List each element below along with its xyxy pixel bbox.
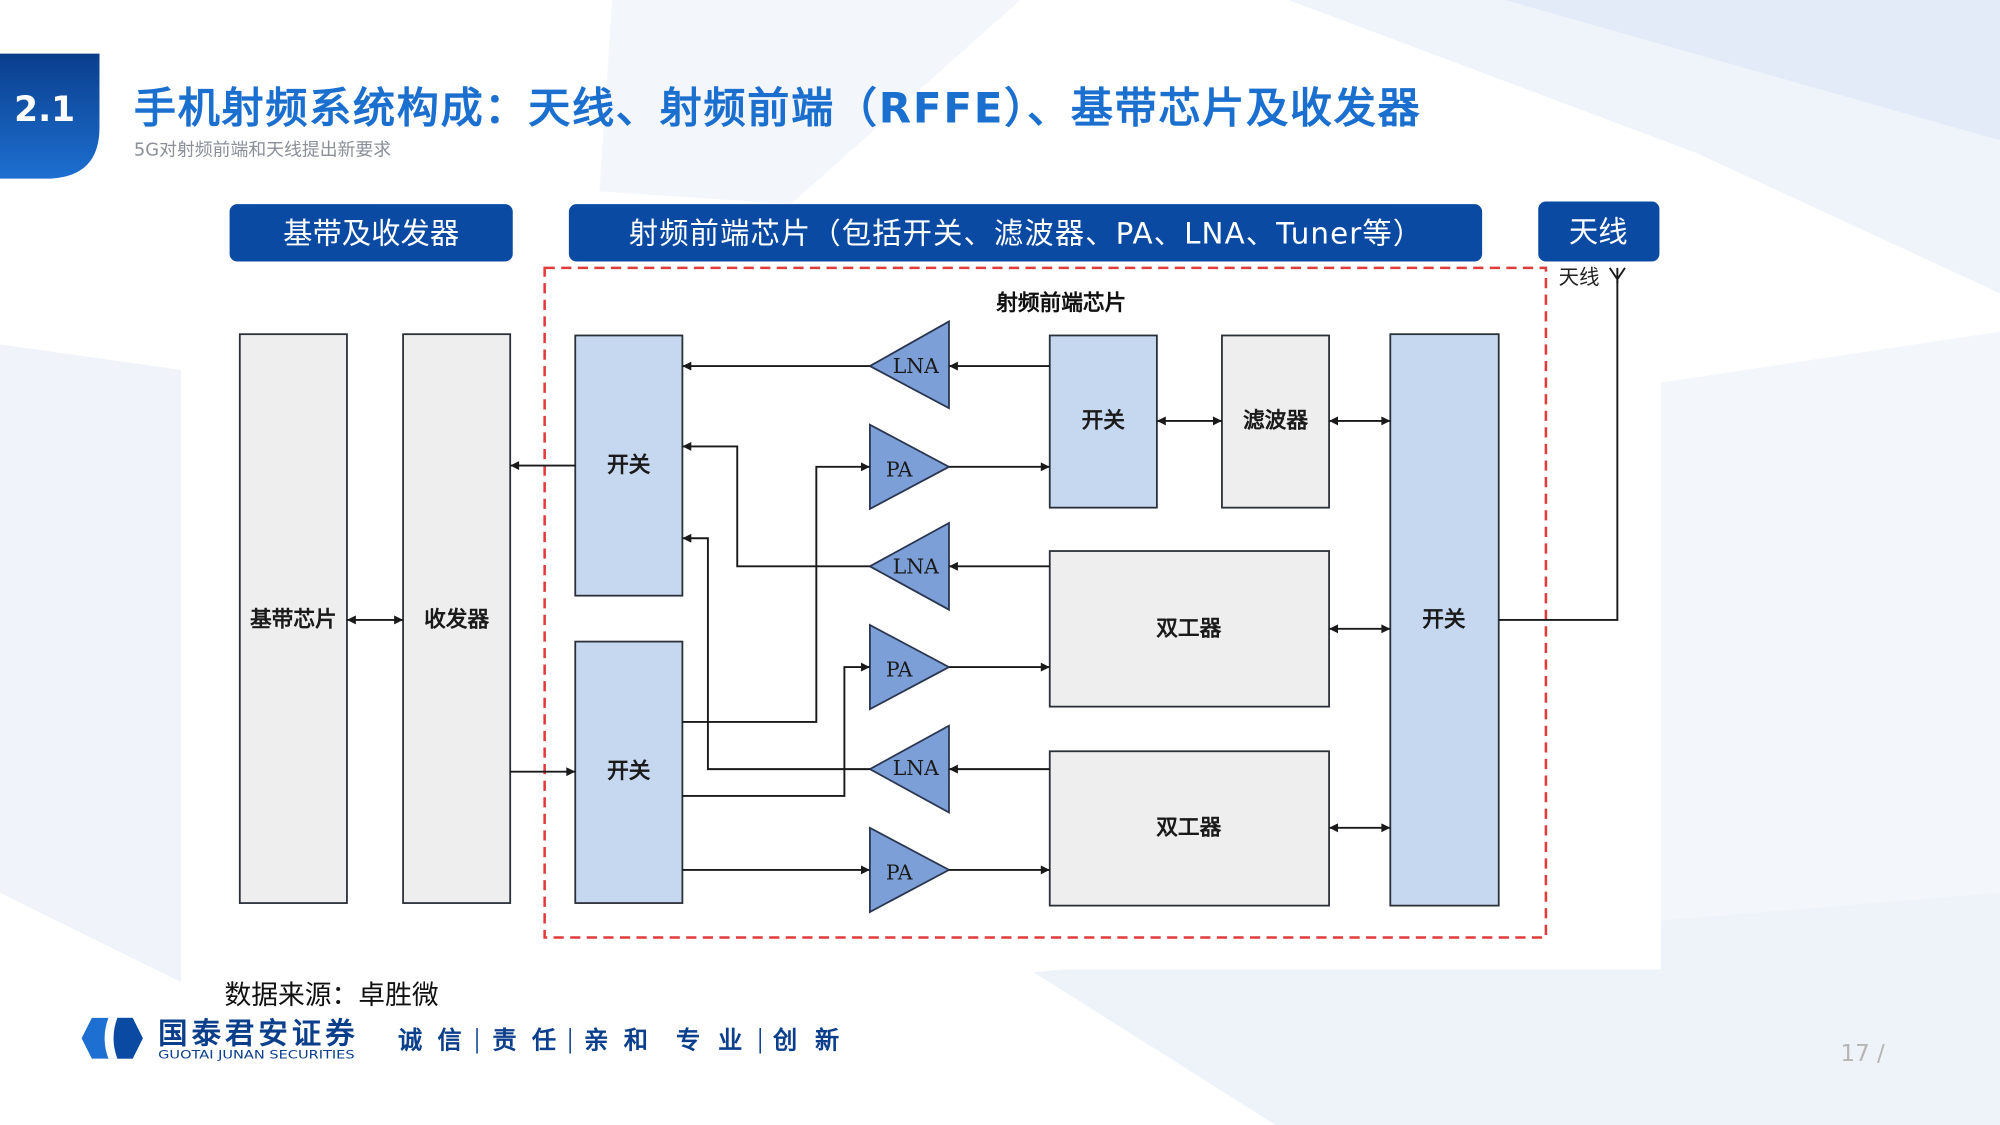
link-switch-bottom-to-pa2	[682, 662, 870, 797]
block-filter: 滤波器	[1221, 334, 1330, 509]
block-switch-left-bottom: 开关	[574, 640, 684, 904]
amplifier-pa-3-label: PA	[886, 860, 913, 884]
block-switch-middle: 开关	[1048, 334, 1158, 509]
company-logo: 国泰君安证券 GUOTAI JUNAN SECURITIES	[81, 1016, 355, 1062]
block-duplexer-2-label: 双工器	[1156, 815, 1221, 840]
block-switch-middle-label: 开关	[1082, 408, 1126, 433]
connectors	[346, 280, 1619, 875]
company-name-en: GUOTAI JUNAN SECURITIES	[158, 1048, 354, 1062]
block-switch-right: 开关	[1389, 333, 1500, 907]
slogan-item: 亲 和	[584, 1026, 648, 1054]
slogan-item: 诚 信	[398, 1026, 462, 1054]
block-switch-left-top-label: 开关	[607, 453, 651, 478]
block-switch-left-top: 开关	[574, 334, 684, 597]
amplifier-lna-3-label: LNA	[893, 756, 939, 780]
page-title: 手机射频系统构成：天线、射频前端（RFFE）、基带芯片及收发器	[134, 83, 1421, 132]
company-slogan: 诚 信 责 任 亲 和 专 业 创 新	[398, 1026, 839, 1054]
page-number: 17 /	[1841, 1041, 1885, 1067]
antenna-label: 天线	[1559, 265, 1600, 289]
header-antenna-label: 天线	[1569, 215, 1628, 249]
link-lna2-to-switch-top	[682, 441, 870, 568]
page-subtitle: 5G对射频前端和天线提出新要求	[134, 140, 391, 161]
block-transceiver-label: 收发器	[424, 606, 489, 632]
section-badge: 2.1	[0, 53, 100, 179]
block-transceiver: 收发器	[402, 333, 512, 904]
rffe-chip-boundary	[543, 266, 1548, 939]
amplifier-lna-1: LNA	[868, 319, 950, 410]
block-switch-left-bottom-label: 开关	[607, 759, 651, 784]
amplifier-lna-1-label: LNA	[893, 354, 939, 378]
amplifier-lna-2-label: LNA	[893, 554, 939, 578]
block-duplexer-1: 双工器	[1048, 550, 1330, 708]
amplifier-pa-1-label: PA	[886, 457, 913, 481]
amplifier-pa-2-label: PA	[886, 658, 913, 682]
block-baseband-chip-label: 基带芯片	[250, 607, 337, 632]
block-switch-right-label: 开关	[1422, 607, 1466, 632]
slogan-item: 专 业	[676, 1026, 742, 1054]
section-number: 2.1	[14, 90, 75, 130]
slogan-item: 创 新	[772, 1026, 839, 1054]
block-duplexer-2: 双工器	[1048, 750, 1330, 907]
slogan-item: 责 任	[492, 1026, 556, 1054]
header-baseband-transceiver: 基带及收发器	[229, 204, 513, 262]
link-switch-bottom-to-pa1	[682, 462, 870, 723]
rffe-chip-title: 射频前端芯片	[995, 290, 1126, 316]
header-baseband-transceiver-label: 基带及收发器	[283, 216, 459, 250]
data-source: 数据来源：卓胜微	[224, 980, 438, 1011]
link-switch-right-to-antenna	[1498, 280, 1619, 621]
link-lna3-to-switch-top	[682, 533, 870, 771]
block-filter-label: 滤波器	[1243, 408, 1308, 433]
company-name: 国泰君安证券	[158, 1016, 355, 1050]
block-baseband-chip: 基带芯片	[238, 333, 348, 904]
block-duplexer-1-label: 双工器	[1156, 616, 1221, 641]
header-antenna: 天线	[1538, 201, 1660, 262]
header-rf-front-end-label: 射频前端芯片（包括开关、滤波器、PA、LNA、Tuner等）	[629, 216, 1422, 250]
amplifier-lna-2: LNA	[868, 521, 950, 612]
header-rf-front-end: 射频前端芯片（包括开关、滤波器、PA、LNA、Tuner等）	[568, 204, 1483, 262]
